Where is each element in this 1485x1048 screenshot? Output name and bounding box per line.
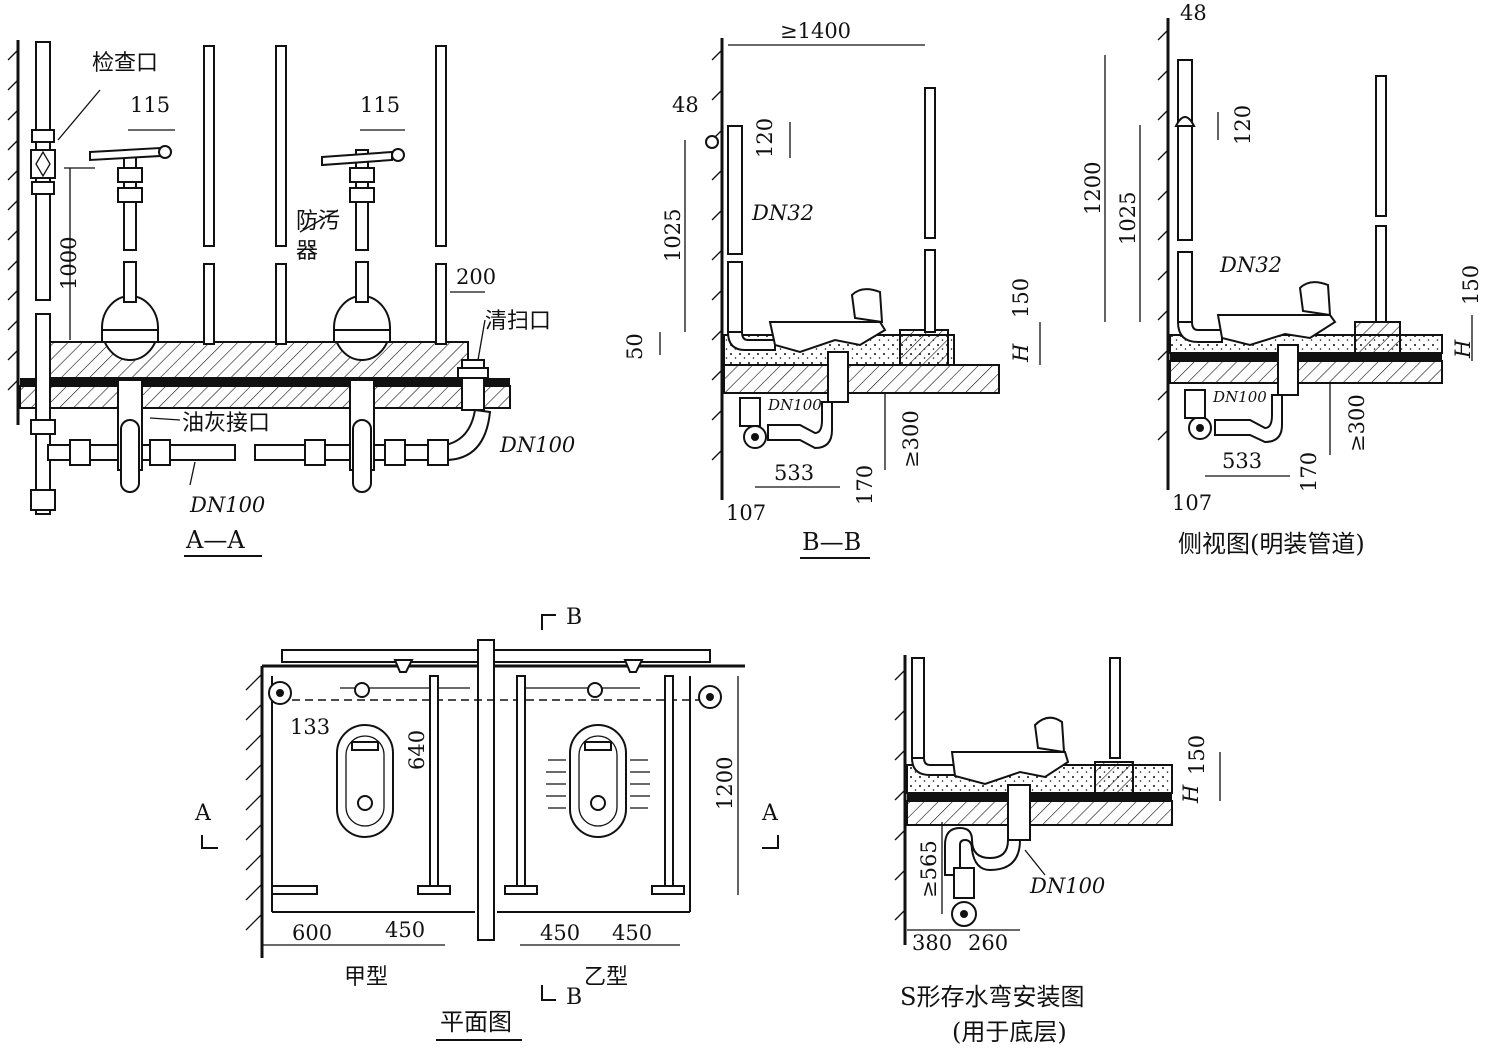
section-bb (659, 38, 1041, 500)
side-dim-48: 48 (1180, 1, 1207, 25)
plan-dim-450-c: 450 (612, 921, 652, 945)
side-dn32-label: DN32 (1219, 253, 1282, 277)
aa-dim-115-b: 115 (360, 93, 400, 117)
aa-backflow-label-2: 器 (296, 239, 318, 264)
section-aa-text: 检查口 115 115 1000 防污 器 200 清扫口 油灰接口 DN100… (57, 51, 575, 557)
bb-dim-170: 170 (853, 465, 877, 505)
aa-dim-200: 200 (456, 265, 496, 289)
bb-dim-300: ≥300 (899, 410, 923, 468)
aa-cleanout-label: 清扫口 (485, 309, 551, 334)
aa-dn100-label-a: DN100 (189, 493, 265, 517)
strap-dim-h: H (1179, 784, 1203, 804)
plan-dim-133: 133 (290, 715, 330, 739)
bb-dim-50: 50 (623, 333, 647, 360)
strap-dim-565: ≥565 (917, 840, 941, 898)
section-strap (894, 655, 1221, 945)
side-dim-1025: 1025 (1116, 192, 1140, 245)
bb-dim-1400: ≥1400 (780, 19, 851, 43)
bb-dim-48: 48 (672, 93, 699, 117)
section-aa (7, 40, 511, 515)
plan-section-b-bottom: B (566, 985, 582, 1010)
side-dim-1200: 1200 (1081, 162, 1105, 215)
bb-dim-533: 533 (774, 461, 814, 485)
strap-caption-1: S形存水弯安装图 (900, 983, 1084, 1011)
bb-dn100-label: DN100 (767, 396, 822, 414)
strap-dn100-label: DN100 (1029, 874, 1105, 898)
plan-dim-450-b: 450 (540, 921, 580, 945)
side-dim-533: 533 (1222, 449, 1262, 473)
plan-section-a-left: A (194, 801, 212, 826)
bb-dn32-label: DN32 (751, 201, 814, 225)
side-dim-107: 107 (1172, 491, 1212, 515)
plan-caption: 平面图 (440, 1008, 512, 1036)
section-side (1104, 18, 1473, 490)
bb-caption: B—B (802, 528, 861, 556)
bb-dim-150: 150 (1009, 278, 1033, 318)
bb-dim-h: H (1009, 343, 1033, 363)
plan-section-b-top: B (566, 605, 582, 630)
aa-dim-115-a: 115 (130, 93, 170, 117)
aa-dim-1000: 1000 (57, 237, 81, 290)
side-dim-150: 150 (1459, 265, 1483, 305)
strap-dim-260: 260 (968, 931, 1008, 955)
aa-backflow-label-1: 防污 (296, 209, 340, 234)
aa-caption: A—A (185, 526, 245, 554)
strap-caption-2: (用于底层) (952, 1018, 1067, 1046)
bb-dim-120: 120 (753, 118, 777, 158)
bb-dim-107: 107 (726, 501, 766, 525)
section-plan (201, 614, 779, 1001)
side-dim-170: 170 (1297, 452, 1321, 492)
side-dim-h: H (1451, 339, 1475, 359)
section-strap-text: 150 H ≥565 DN100 380 260 S形存水弯安装图 (用于底层) (900, 735, 1209, 1046)
side-caption: 侧视图(明装管道) (1178, 530, 1365, 558)
section-plan-text: B 133 640 1200 A A 600 450 450 450 甲型 乙型… (194, 605, 779, 1041)
side-dim-300: ≥300 (1345, 394, 1369, 452)
bb-dim-1025: 1025 (661, 209, 685, 262)
plan-dim-450-a: 450 (385, 918, 425, 942)
aa-inspection-label: 检查口 (92, 51, 158, 76)
section-side-text: 48 120 1200 1025 DN32 150 H DN100 ≥300 5… (1081, 1, 1483, 558)
plan-section-a-right: A (761, 801, 779, 826)
plan-dim-600: 600 (292, 921, 332, 945)
aa-dn100-label-b: DN100 (499, 433, 575, 457)
strap-dim-380: 380 (912, 931, 952, 955)
strap-dim-150: 150 (1185, 735, 1209, 775)
aa-putty-joint-label: 油灰接口 (182, 411, 270, 436)
side-dim-120: 120 (1231, 105, 1255, 145)
plan-type-a: 甲型 (344, 965, 388, 990)
plan-dim-640: 640 (405, 730, 429, 770)
side-dn100-label: DN100 (1212, 388, 1267, 406)
plan-dim-1200: 1200 (713, 757, 737, 810)
section-bb-text: ≥1400 48 120 1025 DN32 50 150 H DN100 ≥3… (623, 19, 1033, 559)
plan-type-b: 乙型 (584, 965, 628, 990)
